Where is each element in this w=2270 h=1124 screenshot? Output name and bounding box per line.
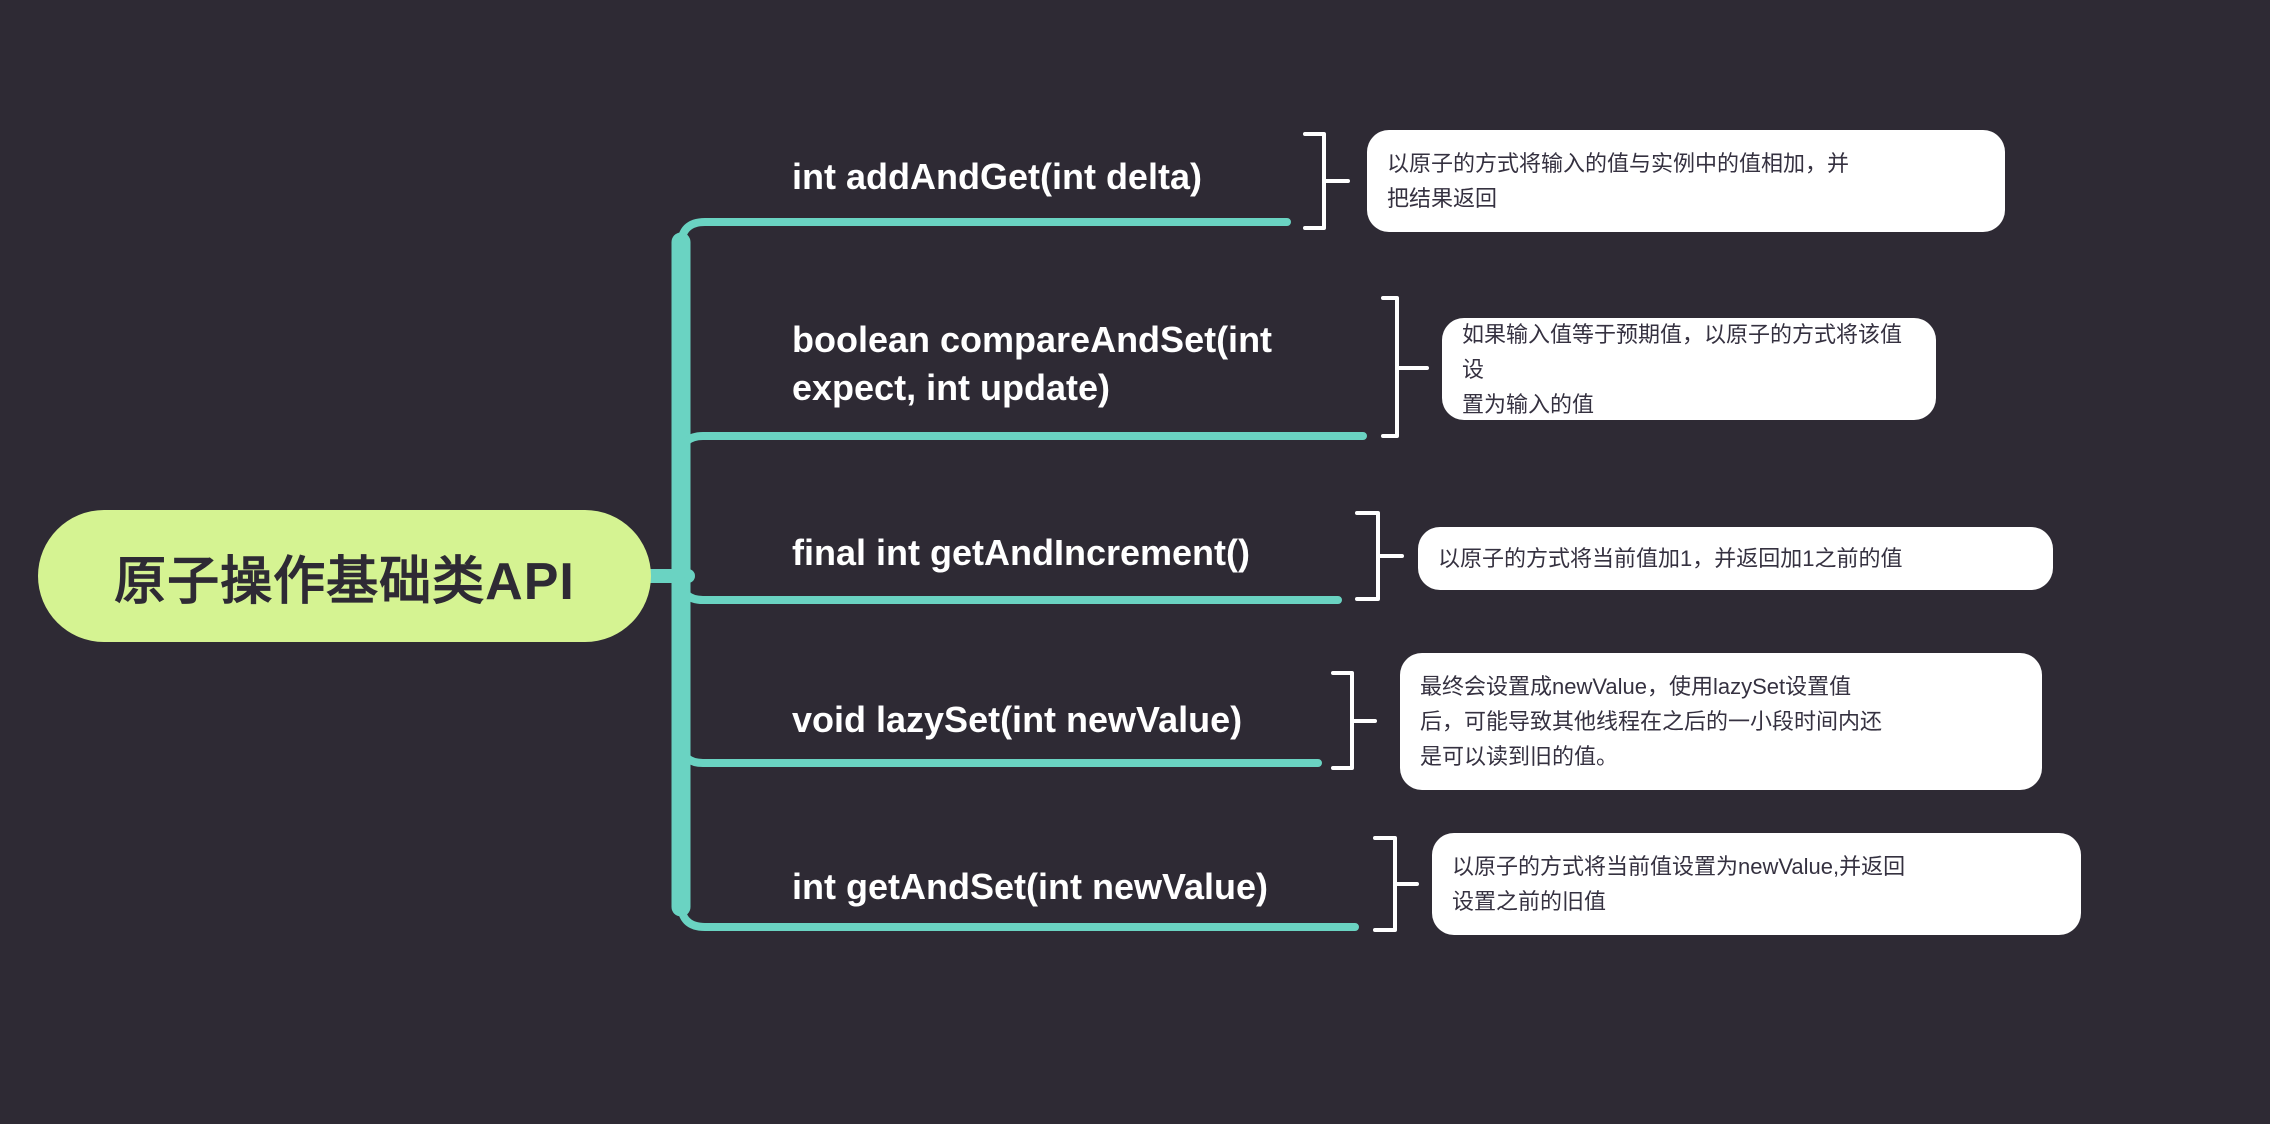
branch-topic-addAndGet[interactable]: int addAndGet(int delta): [792, 156, 1202, 197]
summary-note-getAndSet[interactable]: 以原子的方式将当前值设置为newValue,并返回 设置之前的旧值: [1432, 833, 2081, 935]
summary-bracket-1: [1303, 132, 1350, 230]
summary-note-getAndIncrement[interactable]: 以原子的方式将当前值加1，并返回加1之前的值: [1418, 527, 2053, 590]
root-topic[interactable]: 原子操作基础类API: [38, 510, 651, 642]
branch-connectors: [608, 218, 1367, 931]
branch-underline-2: [677, 432, 1367, 462]
branch-topic-getAndSet[interactable]: int getAndSet(int newValue): [792, 866, 1269, 907]
branch-topic-lazySet[interactable]: void lazySet(int newValue): [792, 699, 1243, 740]
root-topic-label: 原子操作基础类API: [114, 552, 575, 611]
branch-topic-compareAndSet[interactable]: boolean compareAndSet(int expect, int up…: [792, 319, 1273, 408]
branch-topic-getAndIncrement[interactable]: final int getAndIncrement(): [792, 532, 1250, 573]
branch-underline-3: [677, 574, 1342, 604]
summary-brackets: [1303, 132, 1429, 932]
summary-note-compareAndSet[interactable]: 如果输入值等于预期值，以原子的方式将该值设 置为输入的值: [1442, 318, 1936, 420]
branch-underline-4: [677, 737, 1322, 767]
summary-note-addAndGet[interactable]: 以原子的方式将输入的值与实例中的值相加，并 把结果返回: [1367, 130, 2005, 232]
summary-bracket-2: [1381, 296, 1429, 438]
summary-bracket-4: [1331, 671, 1377, 770]
summary-bracket-3: [1355, 511, 1404, 601]
summary-note-lazySet[interactable]: 最终会设置成newValue，使用lazySet设置值 后，可能导致其他线程在之…: [1400, 653, 2042, 790]
summary-bracket-5: [1373, 836, 1419, 932]
